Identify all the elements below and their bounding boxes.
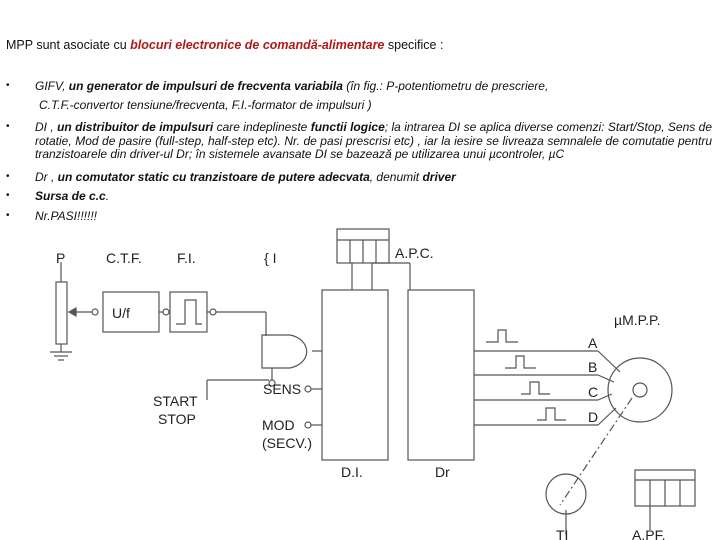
label-ctf: C.T.F.: [106, 250, 142, 266]
bullet-dot: •: [6, 121, 10, 132]
pulse-symbol: [176, 299, 202, 325]
bullet-rest: (în fig.: P-potentiometru de prescriere,: [342, 79, 549, 93]
bullet-text: GIFV,: [35, 79, 69, 93]
phase-to-motor-b: [597, 374, 615, 383]
bullet-bold2: functii logice: [310, 120, 385, 134]
motor-shaft: [632, 382, 648, 398]
node-1: [91, 308, 99, 316]
bullet-list: • GIFV, un generator de impulsuri de fre…: [6, 79, 712, 232]
pulse-b: [505, 355, 536, 369]
fi-box: [169, 291, 208, 333]
node-sens: [304, 385, 312, 393]
label-mod: MOD: [262, 417, 295, 433]
bullet-text: Nr.PASI!!!!!!: [35, 208, 98, 223]
bullet-dot: •: [6, 80, 10, 91]
pulse-a: [486, 329, 518, 343]
label-mpp: µM.P.P.: [614, 312, 660, 328]
node-mod: [304, 421, 312, 429]
bullet-rest: care indeplineste: [213, 120, 311, 134]
intro-prefix: MPP sunt asociate cu: [6, 38, 131, 52]
bullet-bold: un comutator static cu tranzistoare de p…: [57, 169, 370, 184]
dr-box: [407, 289, 475, 461]
intro-suffix: specifice :: [384, 38, 444, 52]
bullet-sursa: • Sursa de c.c.: [6, 189, 712, 204]
shaft-axis: [559, 397, 633, 506]
label-dr: Dr: [435, 464, 450, 480]
node-start: [268, 379, 276, 387]
encoder-disc: [545, 473, 587, 515]
pot-wiper-arrow: [67, 306, 77, 318]
bullet-dot: •: [6, 170, 10, 182]
bullet-dot: •: [6, 209, 10, 221]
label-start: START: [153, 393, 198, 409]
intro-highlight: blocuri electronice de comandă-alimentar…: [130, 38, 385, 52]
pulse-d: [537, 407, 566, 421]
node-2: [162, 308, 170, 316]
pulse-c: [521, 381, 550, 395]
label-fi: F.I.: [177, 250, 196, 266]
bullet-nrpasi: • Nr.PASI!!!!!!: [6, 208, 712, 224]
label-apc: A.P.C.: [395, 245, 434, 261]
label-secv: (SECV.): [262, 435, 312, 451]
bullet-rest: .: [105, 189, 110, 203]
bullet-bold2: driver: [422, 169, 456, 184]
di-box: [321, 289, 389, 461]
label-sens: SENS: [263, 381, 301, 397]
label-ti: TI: [556, 527, 568, 540]
label-apf: A.PF.: [632, 527, 665, 540]
label-phase-b: B: [588, 359, 597, 375]
bullet-di: • DI , un distribuitor de impulsuri care…: [6, 120, 712, 162]
and-gate: [261, 334, 308, 369]
bullet-bold: un distribuitor de impulsuri: [57, 120, 214, 134]
motor-circle: [607, 357, 673, 423]
label-phase-a: A: [588, 335, 598, 351]
label-di: D.I.: [341, 464, 363, 480]
bullet-dr: • Dr , un comutator static cu tranzistoa…: [6, 169, 712, 185]
label-stop: STOP: [158, 411, 196, 427]
intro-line: MPP sunt asociate cu blocuri electronice…: [6, 38, 443, 52]
label-p: P: [56, 250, 65, 266]
bullet-text: Dr ,: [35, 169, 58, 184]
bullet-rest: , denumit: [369, 169, 423, 184]
label-uf: U/f: [112, 305, 130, 321]
bullet-gifv: • GIFV, un generator de impulsuri de fre…: [6, 79, 712, 112]
bullet-bold: Sursa de c.c: [35, 189, 106, 203]
phase-to-motor-c: [597, 393, 613, 401]
bullet-bold: un generator de impulsuri de frecventa v…: [68, 79, 343, 93]
node-3: [209, 308, 217, 316]
bullet-text: DI ,: [35, 120, 58, 134]
bullet-continuation: C.T.F.-convertor tensiune/frecventa, F.I…: [39, 97, 372, 112]
bullet-rest2: ; la intrarea DI se aplica diverse comen…: [35, 120, 712, 161]
potentiometer: [55, 281, 68, 345]
label-phase-d: D: [588, 409, 598, 425]
label-phase-c: C: [588, 384, 598, 400]
phase-to-motor-d: [597, 407, 617, 426]
bullet-dot: •: [6, 190, 10, 201]
label-brace: { I: [264, 250, 276, 266]
